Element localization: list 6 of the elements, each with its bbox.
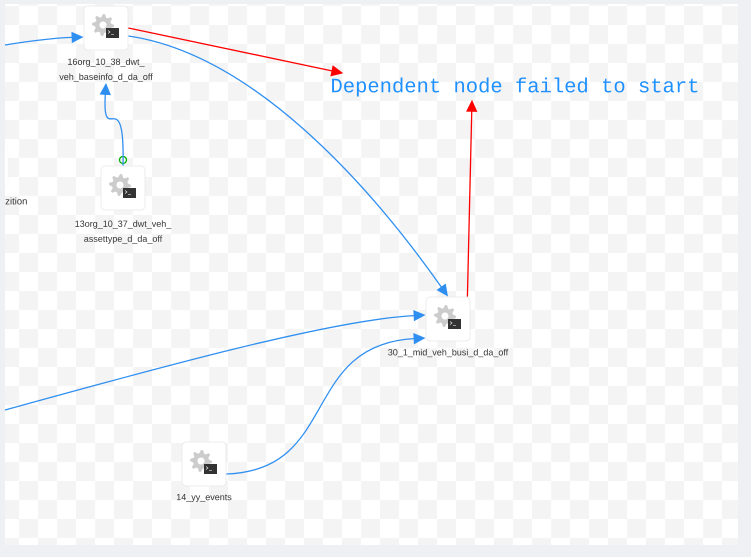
node-label: 30_1_mid_veh_busi_d_da_off — [388, 348, 508, 358]
node-label: 13org_10_37_dwt_veh_assettype_d_da_off — [75, 220, 172, 244]
node-label: 16org_10_38_dwt_veh_baseinfo_d_da_off — [59, 58, 153, 82]
status-message: Dependent node failed to start — [332, 77, 698, 97]
node-label: zition — [6, 198, 27, 204]
node-label: 14_yy_events — [176, 494, 232, 502]
